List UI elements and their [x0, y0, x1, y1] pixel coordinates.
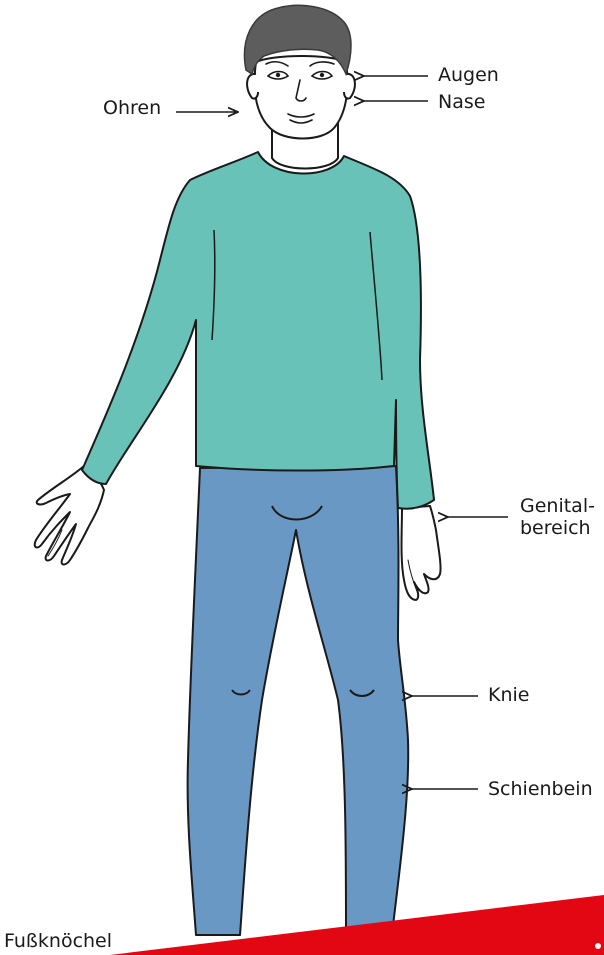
label-augen: Augen	[438, 64, 499, 86]
jeans	[188, 466, 409, 935]
face	[255, 56, 348, 139]
label-genitalbereich-line1: Genital-	[520, 495, 595, 517]
head	[244, 5, 354, 138]
label-fussknoechel: Fußknöchel	[4, 930, 112, 952]
label-nase: Nase	[438, 91, 485, 113]
shirt	[82, 152, 434, 509]
label-schienbein: Schienbein	[488, 778, 593, 800]
label-genitalbereich: Genital- bereich	[520, 495, 595, 539]
label-genitalbereich-line2: bereich	[520, 517, 595, 539]
right-ear	[344, 74, 355, 99]
label-ohren: Ohren	[103, 97, 161, 119]
white-dot	[595, 943, 601, 949]
right-hand	[402, 506, 441, 600]
left-ear	[247, 74, 258, 99]
label-knie: Knie	[488, 684, 529, 706]
